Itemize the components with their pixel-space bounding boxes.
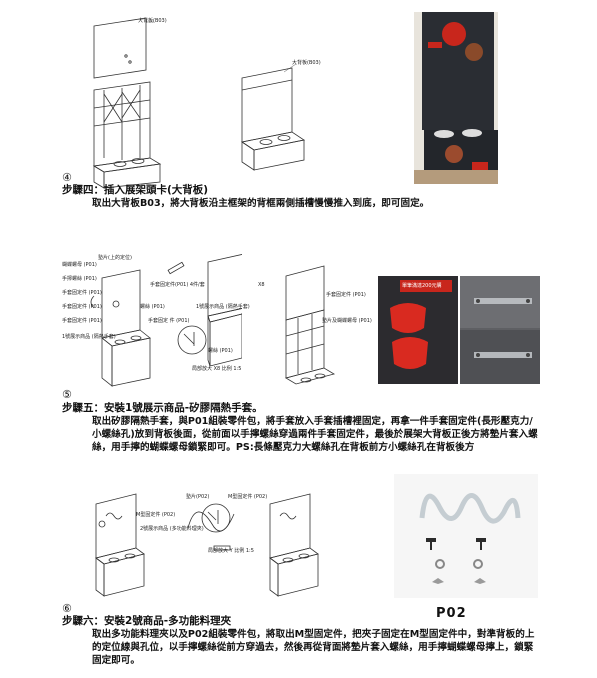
step6-label-a: M型固定件 (P02) — [136, 512, 176, 518]
step6-diagram-2 — [187, 503, 235, 551]
step4-photo — [414, 12, 498, 184]
step4-number: ④ — [62, 171, 72, 184]
step6-label-b: 2號展示商品 (多功能料理夾) — [140, 526, 204, 532]
step5-label-g: 墊片(上的定位) — [98, 255, 132, 261]
step6-label-d: M型固定件 (P02) — [228, 494, 268, 500]
step5-label-c: 手套固定件 (P01) — [62, 290, 102, 296]
step5-body: 取出矽膠隔熱手套，與P01組裝零件包，將手套放入手套插槽裡固定，再拿一件手套固定… — [92, 416, 538, 453]
step5-label-f: 1號展示商品 (隔熱手套) — [62, 334, 116, 340]
step6-part-label: P02 — [436, 606, 467, 621]
step5-diagram-3 — [284, 265, 336, 385]
step5-diagram-1 — [90, 269, 151, 387]
step5-label-h: 手套固定件(P01) 4件/套 — [150, 282, 205, 288]
step5-number: ⑤ — [62, 388, 72, 401]
step5-label-n: X8 — [258, 282, 265, 288]
step6-label-e: 局部放大 Y 比例 1:5 — [208, 548, 254, 554]
step4-title: 步驟四：插入展架頭卡(大背板) — [62, 184, 209, 196]
step5-label-j: 手套固定 件 (P01) — [148, 318, 190, 324]
step5-label-m: 局部放大 X8 比例 1:5 — [192, 366, 242, 372]
step6-label-c: 墊片(P02) — [186, 494, 210, 500]
step5-photo-text: 單筆滿達200元購 — [402, 283, 442, 289]
step5-label-k: 1號展示商品 (隔熱手套) — [196, 304, 250, 310]
step6-number: ⑥ — [62, 602, 72, 615]
step5-label-p: 墊片及蝴蝶螺母 (P01) — [322, 318, 372, 324]
step5-diagram-2 — [167, 254, 242, 367]
step5-title: 步驟五：安裝1號展示商品-矽膠隔熱手套。 — [62, 402, 263, 414]
step5-label-o: 手套固定件 (P01) — [326, 292, 366, 298]
step6-photo-parts — [394, 474, 538, 598]
step5-label-e: 手套固定件 (P01) — [62, 318, 102, 324]
step5-photo-strips — [460, 276, 540, 384]
step4-body: 取出大背板B03，將大背板沿主框架的背框兩側插槽慢慢推入到底，即可固定。 — [92, 198, 430, 209]
step6-diagram-3 — [269, 493, 319, 597]
step5-label-a: 蝴蝶螺母 (P01) — [62, 262, 97, 268]
step5-label-d: 手套固定件 (P01) — [62, 304, 102, 310]
step4-diagram-assembled — [240, 63, 306, 171]
step6-title: 步驟六：安裝2號商品-多功能料理夾 — [62, 615, 232, 627]
step5-label-i: 螺絲 (P01) — [140, 304, 165, 310]
step5-label-b: 手擰螺絲 (P01) — [62, 276, 97, 282]
step6-diagram-1 — [95, 493, 145, 597]
step5-label-l: 螺絲 (P01) — [208, 348, 233, 354]
step5-photo-gloves: 單筆滿達200元購 — [378, 276, 458, 384]
step4-label-2: 大背板(B03) — [292, 60, 321, 66]
step4-label-1: 大背板(B03) — [138, 18, 167, 24]
step6-body: 取出多功能料理夾以及P02組裝零件包，將取出M型固定件，把夾子固定在M型固定件中… — [92, 629, 535, 666]
step4-diagram-exploded — [92, 17, 162, 189]
